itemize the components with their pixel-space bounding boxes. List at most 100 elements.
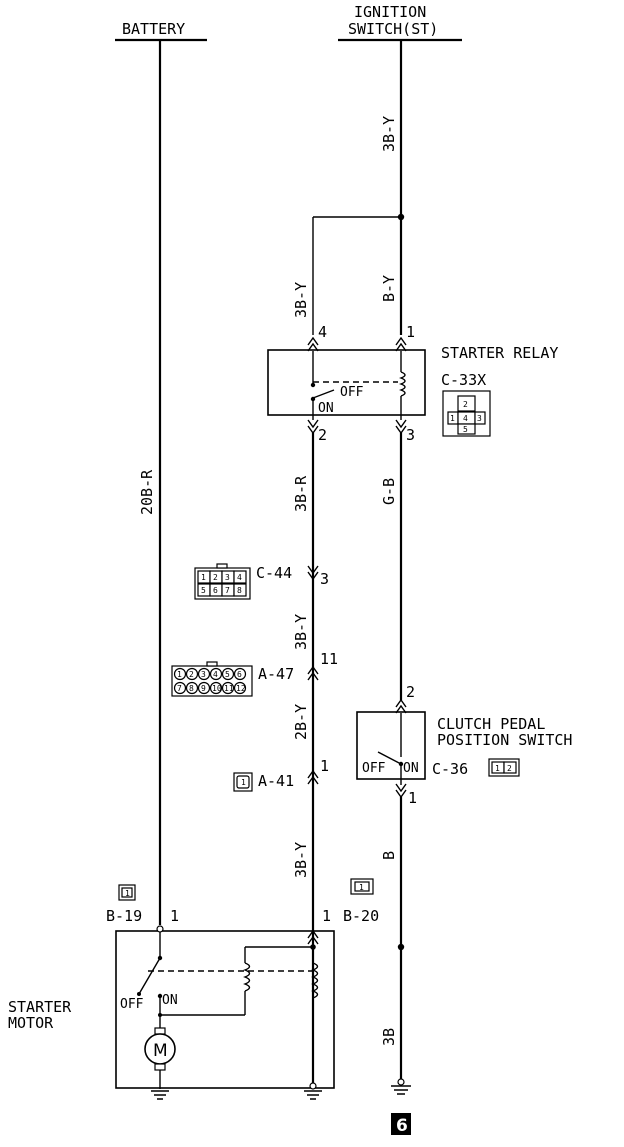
relay-right-out-color: G-B <box>380 478 398 505</box>
motor-on-label: ON <box>162 993 178 1008</box>
svg-text:5: 5 <box>201 586 206 595</box>
b20-code: B-20 <box>343 907 379 925</box>
svg-text:3: 3 <box>225 573 230 582</box>
relay-pin-4: 4 <box>318 323 327 341</box>
ground-symbol-motor <box>151 1090 169 1100</box>
svg-text:5: 5 <box>225 670 230 679</box>
a47-pin: 11 <box>320 650 338 668</box>
hold-in-coil <box>311 962 319 999</box>
b19-code: B-19 <box>106 907 142 925</box>
connector-a47-face: 1 2 3 4 5 6 7 8 9 10 11 12 <box>171 661 253 697</box>
starter-motor-line2: MOTOR <box>8 1014 54 1032</box>
relay-left-in-color: 3B-Y <box>292 282 310 318</box>
ground-symbol-right <box>391 1085 411 1095</box>
relay-left-out-color: 3B-R <box>292 475 310 512</box>
svg-text:4: 4 <box>237 573 242 582</box>
clutch-name-line1: CLUTCH PEDAL <box>437 715 545 733</box>
relay-pin-2: 2 <box>318 426 327 444</box>
ground-terminal-right <box>397 1078 405 1086</box>
relay-pin-1: 1 <box>406 323 415 341</box>
coil-ground-terminal <box>309 1082 317 1090</box>
svg-text:7: 7 <box>225 586 230 595</box>
motor-hold-splice <box>158 1013 162 1017</box>
relay-contact-top <box>310 382 316 388</box>
relay-contact-arm <box>312 389 335 399</box>
ground-ref-number: 6 <box>396 1116 408 1136</box>
relay-right-in-color: B-Y <box>380 275 398 302</box>
svg-text:2: 2 <box>463 400 468 409</box>
clutch-pin-1: 1 <box>408 789 417 807</box>
relay-terminal-1 <box>395 336 407 352</box>
clutch-terminal-2 <box>395 698 407 714</box>
relay-on-label: ON <box>318 401 334 416</box>
c44-pin: 3 <box>320 570 329 588</box>
svg-text:1: 1 <box>359 883 364 892</box>
motor-contact-arm <box>138 957 161 995</box>
starter-relay-name: STARTER RELAY <box>441 344 558 362</box>
battery-label: BATTERY <box>122 20 185 38</box>
svg-text:4: 4 <box>463 414 468 423</box>
relay-off-label: OFF <box>340 385 364 400</box>
svg-text:10: 10 <box>212 684 222 693</box>
clutch-arm <box>377 751 402 765</box>
svg-text:9: 9 <box>201 684 206 693</box>
svg-text:1: 1 <box>201 573 206 582</box>
clutch-name-line2: POSITION SWITCH <box>437 731 572 749</box>
a41-b20-color: 3B-Y <box>292 842 310 878</box>
clutch-terminal-1 <box>395 783 407 799</box>
relay-terminal-4 <box>307 336 319 352</box>
starter-motor-box <box>115 930 335 1089</box>
svg-text:2: 2 <box>213 573 218 582</box>
motor-brush-bottom <box>154 1063 166 1071</box>
ignition-label-line1: IGNITION <box>354 3 426 21</box>
svg-text:1: 1 <box>177 670 182 679</box>
pull-in-coil <box>243 962 251 992</box>
svg-text:6: 6 <box>213 586 218 595</box>
a41-code: A-41 <box>258 772 294 790</box>
b19-pin: 1 <box>170 907 179 925</box>
relay-terminal-2 <box>307 419 319 435</box>
ground-symbol-coil <box>304 1090 322 1100</box>
a47-terminal <box>307 665 319 681</box>
svg-text:3: 3 <box>201 670 206 679</box>
starter-motor-line1: STARTER <box>8 998 72 1016</box>
b20-pin: 1 <box>322 907 331 925</box>
starter-relay-box <box>267 349 426 416</box>
svg-text:1: 1 <box>450 414 455 423</box>
svg-text:1: 1 <box>495 764 500 773</box>
clutch-switch-box <box>356 711 426 780</box>
svg-text:7: 7 <box>177 684 182 693</box>
svg-text:5: 5 <box>463 425 468 434</box>
svg-text:1: 1 <box>125 889 130 898</box>
motor-contact-arm-end <box>137 992 141 996</box>
clutch-off-label: OFF <box>362 761 386 776</box>
relay-pin-3: 3 <box>406 426 415 444</box>
a47-a41-color: 2B-Y <box>292 704 310 740</box>
svg-text:11: 11 <box>224 684 234 693</box>
ignition-wire-color: 3B-Y <box>380 116 398 152</box>
motor-off-label: OFF <box>120 997 144 1012</box>
relay-coil <box>399 371 406 397</box>
svg-text:8: 8 <box>189 684 194 693</box>
svg-text:12: 12 <box>236 684 246 693</box>
clutch-pin-2: 2 <box>406 683 415 701</box>
battery-wire-color: 20B-R <box>138 469 156 515</box>
motor-symbol-letter: M <box>153 1041 168 1061</box>
ground-ref-badge <box>391 1113 411 1135</box>
svg-text:1: 1 <box>241 778 246 787</box>
connector-b19-face: 1 <box>118 884 136 901</box>
motor-brush-top <box>154 1027 166 1035</box>
ground-wire-color: 3B <box>380 1028 398 1046</box>
clutch-on-label: ON <box>403 761 419 776</box>
c44-a47-color: 3B-Y <box>292 614 310 650</box>
ignition-label-line2: SWITCH(ST) <box>348 20 438 38</box>
svg-text:6: 6 <box>237 670 242 679</box>
connector-c36-face: 1 2 <box>488 758 520 777</box>
clutch-code: C-36 <box>432 760 468 778</box>
starter-relay-code: C-33X <box>441 371 486 389</box>
a47-code: A-47 <box>258 665 294 683</box>
connector-a41-face: 1 <box>233 772 253 792</box>
svg-text:8: 8 <box>237 586 242 595</box>
